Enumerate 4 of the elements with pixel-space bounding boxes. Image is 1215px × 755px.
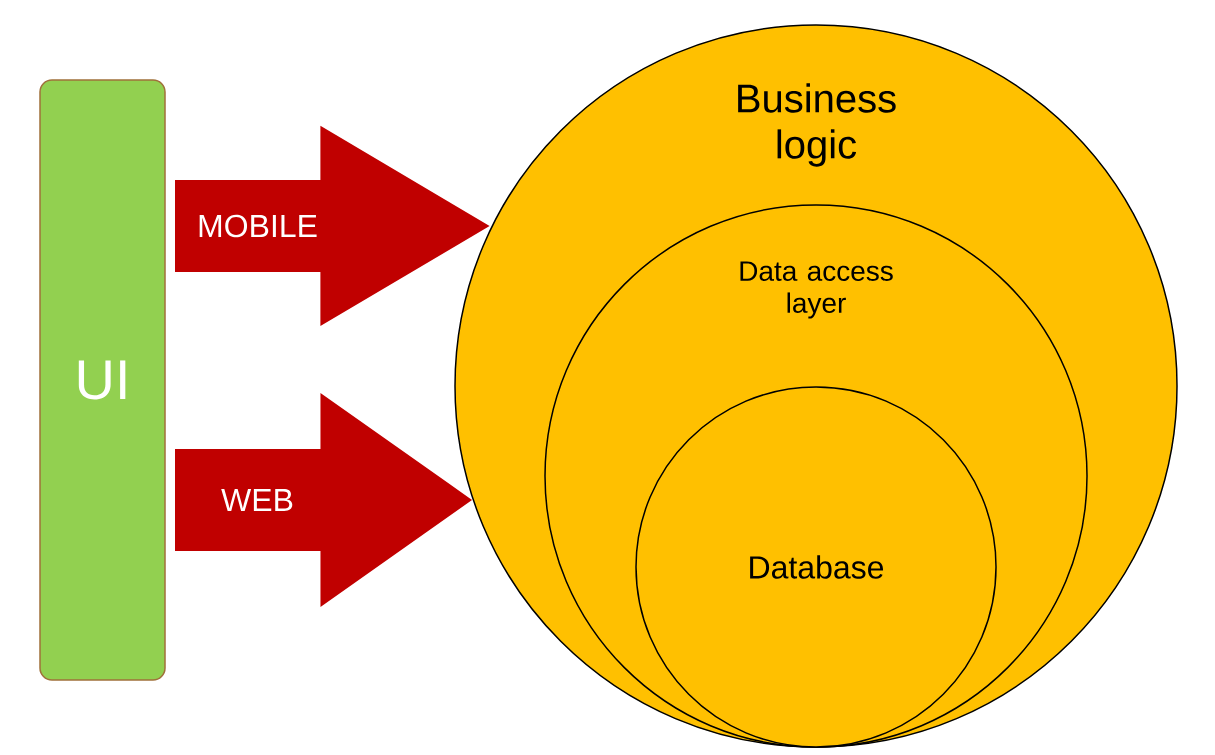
edge-label: MOBILE [199,214,317,238]
edge-label: WEB [221,489,293,511]
node-label: Database [750,555,884,579]
ui-box: UI [39,79,166,681]
